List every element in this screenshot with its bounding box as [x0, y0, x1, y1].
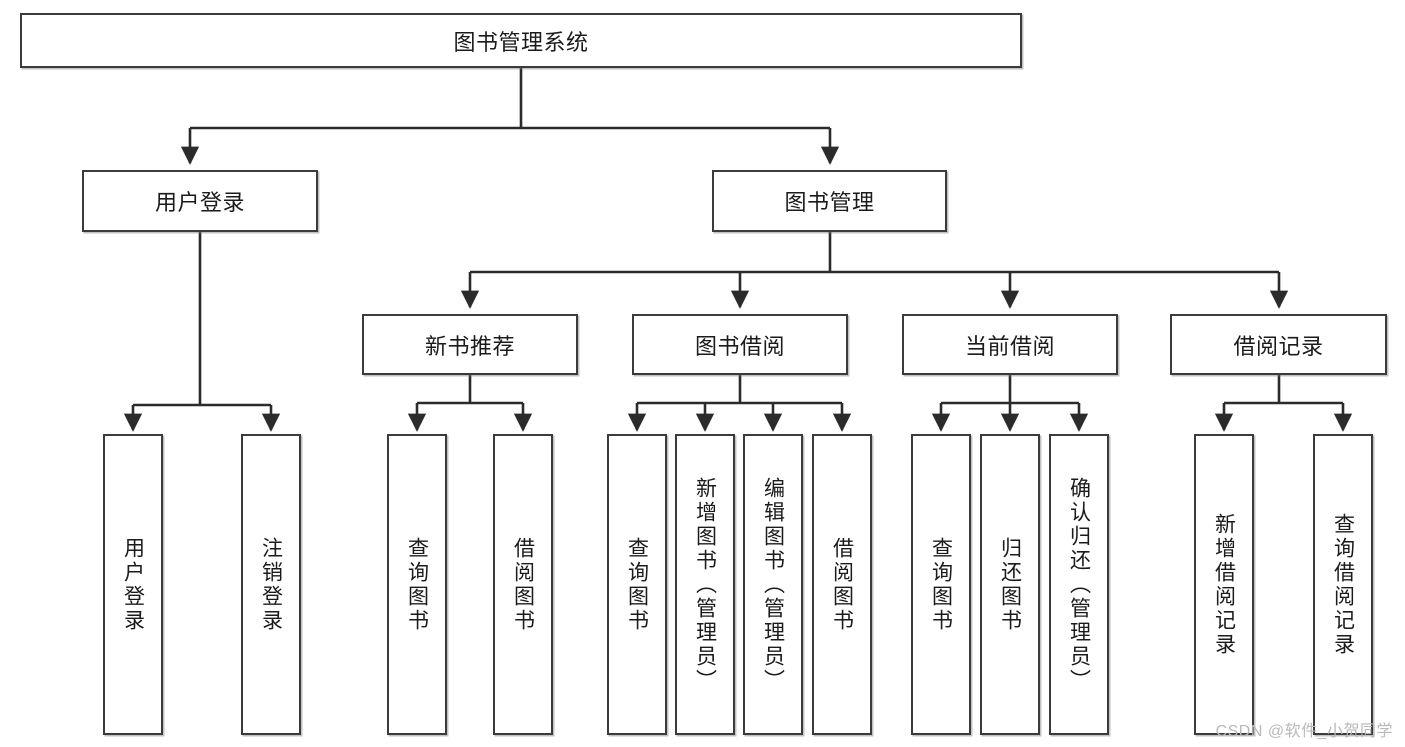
- node-user-login[interactable]: 用户登录: [82, 170, 318, 232]
- node-leaf-query-book-current[interactable]: 查询图书: [911, 434, 971, 735]
- node-leaf-logout-label: 注销登录: [259, 536, 283, 633]
- node-leaf-add-book[interactable]: 新增图书（管理员）: [675, 434, 735, 735]
- node-borrow-records-label: 借阅记录: [1233, 333, 1324, 359]
- node-leaf-query-book-borrow-label: 查询图书: [625, 536, 649, 633]
- node-leaf-confirm-return[interactable]: 确认归还（管理员）: [1049, 434, 1109, 735]
- node-leaf-query-book-recommend-label: 查询图书: [405, 536, 429, 633]
- node-book-borrow[interactable]: 图书借阅: [632, 314, 848, 375]
- node-leaf-query-book-borrow[interactable]: 查询图书: [607, 434, 667, 735]
- node-leaf-borrow-book[interactable]: 借阅图书: [812, 434, 872, 735]
- node-new-book-recommend-label: 新书推荐: [424, 333, 515, 359]
- node-leaf-user-login[interactable]: 用户登录: [103, 434, 163, 735]
- node-leaf-edit-book-label: 编辑图书（管理员）: [761, 476, 785, 693]
- node-leaf-add-book-label: 新增图书（管理员）: [693, 476, 717, 693]
- node-leaf-return-book-label: 归还图书: [998, 536, 1022, 633]
- node-book-management[interactable]: 图书管理: [712, 170, 947, 232]
- node-leaf-add-borrow-record-label: 新增借阅记录: [1212, 512, 1236, 657]
- node-leaf-edit-book[interactable]: 编辑图书（管理员）: [743, 434, 803, 735]
- node-new-book-recommend[interactable]: 新书推荐: [362, 314, 578, 375]
- node-current-borrow[interactable]: 当前借阅: [902, 314, 1118, 375]
- node-leaf-query-book-recommend[interactable]: 查询图书: [387, 434, 447, 735]
- node-leaf-query-borrow-record[interactable]: 查询借阅记录: [1313, 434, 1373, 735]
- node-leaf-confirm-return-label: 确认归还（管理员）: [1067, 476, 1091, 693]
- node-leaf-borrow-book-recommend-label: 借阅图书: [511, 536, 535, 633]
- node-leaf-logout[interactable]: 注销登录: [241, 434, 301, 735]
- node-leaf-query-borrow-record-label: 查询借阅记录: [1331, 512, 1355, 657]
- watermark: CSDN @软件_小贺同学: [1215, 723, 1393, 740]
- node-book-borrow-label: 图书借阅: [694, 333, 785, 359]
- node-user-login-label: 用户登录: [154, 190, 245, 215]
- node-leaf-user-login-label: 用户登录: [121, 536, 145, 633]
- node-leaf-borrow-book-recommend[interactable]: 借阅图书: [493, 434, 553, 735]
- node-borrow-records[interactable]: 借阅记录: [1170, 314, 1387, 375]
- node-current-borrow-label: 当前借阅: [964, 333, 1055, 359]
- node-book-management-label: 图书管理: [784, 190, 875, 215]
- node-leaf-return-book[interactable]: 归还图书: [980, 434, 1040, 735]
- node-leaf-query-book-current-label: 查询图书: [929, 536, 953, 633]
- node-root-system[interactable]: 图书管理系统: [20, 13, 1022, 68]
- node-leaf-borrow-book-label: 借阅图书: [830, 536, 854, 633]
- node-root-label: 图书管理系统: [453, 29, 589, 55]
- node-leaf-add-borrow-record[interactable]: 新增借阅记录: [1194, 434, 1254, 735]
